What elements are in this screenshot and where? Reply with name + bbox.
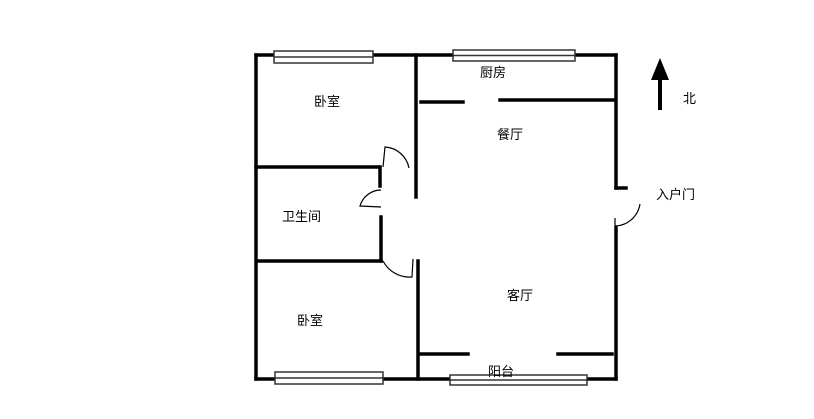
label-entrance-door: 入户门 <box>656 188 696 203</box>
label-kitchen: 厨房 <box>480 66 507 81</box>
label-bathroom: 卫生间 <box>282 210 322 225</box>
north-arrow-icon <box>651 58 669 110</box>
label-balcony: 阳台 <box>488 365 515 380</box>
label-dining: 餐厅 <box>497 128 524 143</box>
label-north: 北 <box>683 92 697 107</box>
label-bedroom-top: 卧室 <box>314 95 341 110</box>
door-bedroom-bottom[interactable] <box>382 258 414 278</box>
door-bedroom-top[interactable] <box>382 146 410 169</box>
windows <box>273 49 588 386</box>
doors <box>359 146 641 278</box>
door-entrance[interactable] <box>614 203 641 227</box>
label-bedroom-bottom: 卧室 <box>297 314 324 329</box>
door-bathroom[interactable] <box>359 189 382 208</box>
label-living: 客厅 <box>507 289 534 304</box>
